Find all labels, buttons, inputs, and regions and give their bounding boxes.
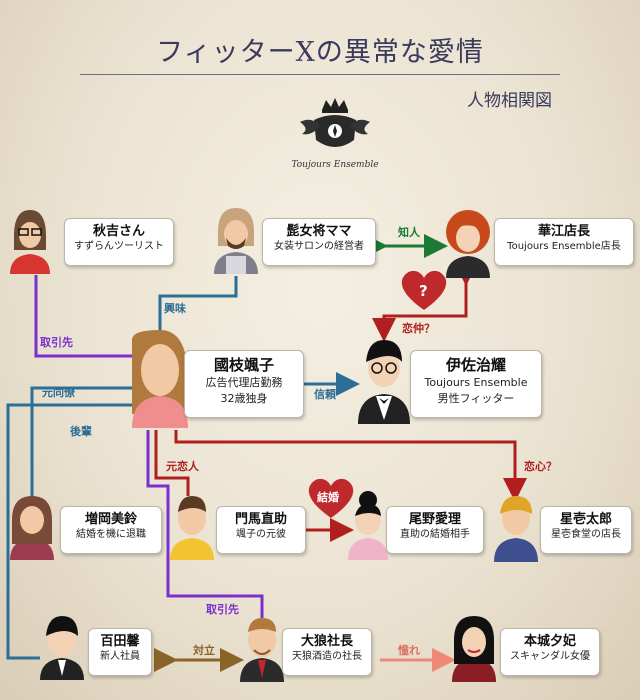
name-masuoka: 増岡美鈴: [84, 512, 137, 527]
avatar-masuoka: [10, 496, 54, 560]
card-ookami: 大狼社長 天狼酒造の社長: [282, 628, 372, 676]
desc-kunieda-job: 広告代理店勤務: [205, 376, 283, 389]
link-kunieda-hoshi: [174, 430, 527, 502]
card-hanae: 華江店長 Toujours Ensemble店長: [494, 218, 634, 266]
label-koigokoro: 恋心？: [524, 460, 557, 473]
desc-ookami: 天狼酒造の社長: [292, 651, 362, 662]
avatar-hanae: [446, 210, 490, 278]
avatar-akiyoshi: [10, 210, 50, 274]
desc-isa-shop: Toujours Ensemble: [424, 376, 528, 389]
heart-marriage-icon: [308, 478, 354, 518]
label-kekkon: 結婚: [317, 491, 339, 504]
name-akiyoshi: 秋吉さん: [92, 224, 145, 239]
label-motodoryo: 元同僚: [42, 386, 75, 399]
link-hanae-isa: [372, 262, 478, 342]
avatar-mama: [214, 208, 258, 274]
crown-crest-icon: [300, 98, 370, 147]
label-kyomi: 興味: [164, 302, 186, 315]
desc-monma: 颯子の元彼: [236, 529, 286, 540]
avatar-honjo: [452, 616, 496, 682]
link-kunieda-masuoka-momota: [6, 386, 142, 660]
label-tairitsu: 対立: [193, 644, 215, 657]
name-isa: 伊佐治耀: [445, 356, 506, 374]
card-honjo: 本城夕妃 スキャンダル女優: [500, 628, 600, 676]
card-ono: 尾野愛理 直助の結婚相手: [386, 506, 484, 554]
avatar-momota: [40, 616, 84, 680]
name-mama: 髭女将ママ: [286, 224, 352, 239]
label-renchu: 恋仲？: [402, 322, 435, 335]
label-akogare: 憧れ: [398, 644, 420, 657]
desc-ono: 直助の結婚相手: [400, 529, 470, 540]
label-chijin: 知人: [398, 226, 420, 239]
desc-akiyoshi: すずらんツーリスト: [74, 241, 164, 252]
name-hoshi: 星壱太郎: [559, 512, 612, 527]
label-torihikisaki-1: 取引先: [40, 336, 73, 349]
name-ookami: 大狼社長: [300, 634, 353, 649]
card-momota: 百田馨 新人社員: [88, 628, 152, 676]
card-kunieda: 國枝颯子 広告代理店勤務 32歳独身: [184, 350, 304, 418]
card-monma: 門馬直助 颯子の元彼: [216, 506, 306, 554]
page-subtitle: 人物相関図: [467, 91, 552, 111]
card-masuoka: 増岡美鈴 結婚を機に退職: [60, 506, 162, 554]
desc-masuoka: 結婚を機に退職: [76, 529, 146, 540]
heart-question-icon: [401, 270, 447, 310]
avatar-ono: [348, 491, 388, 560]
link-kunieda-mama: [158, 276, 238, 345]
label-torihikisaki-2: 取引先: [206, 603, 239, 616]
card-isa: 伊佐治耀 Toujours Ensemble 男性フィッター: [410, 350, 542, 418]
name-honjo: 本城夕妃: [523, 634, 576, 649]
avatar-kunieda: [132, 330, 188, 428]
heart-question-mark: ?: [419, 282, 428, 300]
label-motokoibito: 元恋人: [166, 460, 199, 473]
desc-momota: 新人社員: [100, 651, 140, 662]
brand-logo: Toujours Ensemble: [290, 96, 380, 176]
avatar-ookami: [240, 618, 284, 682]
name-ono: 尾野愛理: [408, 512, 461, 527]
desc-isa-job: 男性フィッター: [437, 392, 515, 405]
desc-mama: 女装サロンの経営者: [274, 241, 364, 252]
link-akiyoshi-kunieda: [34, 275, 142, 358]
avatar-hoshi: [494, 496, 538, 562]
link-kunieda-monma: [154, 430, 190, 496]
link-kunieda-ookami: [146, 430, 264, 618]
card-akiyoshi: 秋吉さん すずらんツーリスト: [64, 218, 174, 266]
page-title: フィッターXの異常な愛情: [156, 37, 484, 68]
name-momota: 百田馨: [100, 634, 140, 649]
desc-kunieda-age: 32歳独身: [220, 392, 268, 405]
name-monma: 門馬直助: [234, 512, 287, 527]
desc-hanae: Toujours Ensemble店長: [507, 241, 621, 252]
title-divider: [80, 74, 560, 75]
avatar-isa: [358, 340, 410, 424]
logo-text: Toujours Ensemble: [291, 160, 379, 170]
desc-hoshi: 星壱食堂の店長: [551, 529, 621, 540]
label-shinrai: 信頼: [314, 388, 336, 401]
name-hanae: 華江店長: [537, 224, 590, 239]
avatar-monma: [170, 496, 214, 560]
desc-honjo: スキャンダル女優: [510, 651, 590, 662]
card-mama: 髭女将ママ 女装サロンの経営者: [262, 218, 376, 266]
card-hoshi: 星壱太郎 星壱食堂の店長: [540, 506, 632, 554]
name-kunieda: 國枝颯子: [213, 356, 274, 374]
label-kohai: 後輩: [70, 425, 92, 438]
